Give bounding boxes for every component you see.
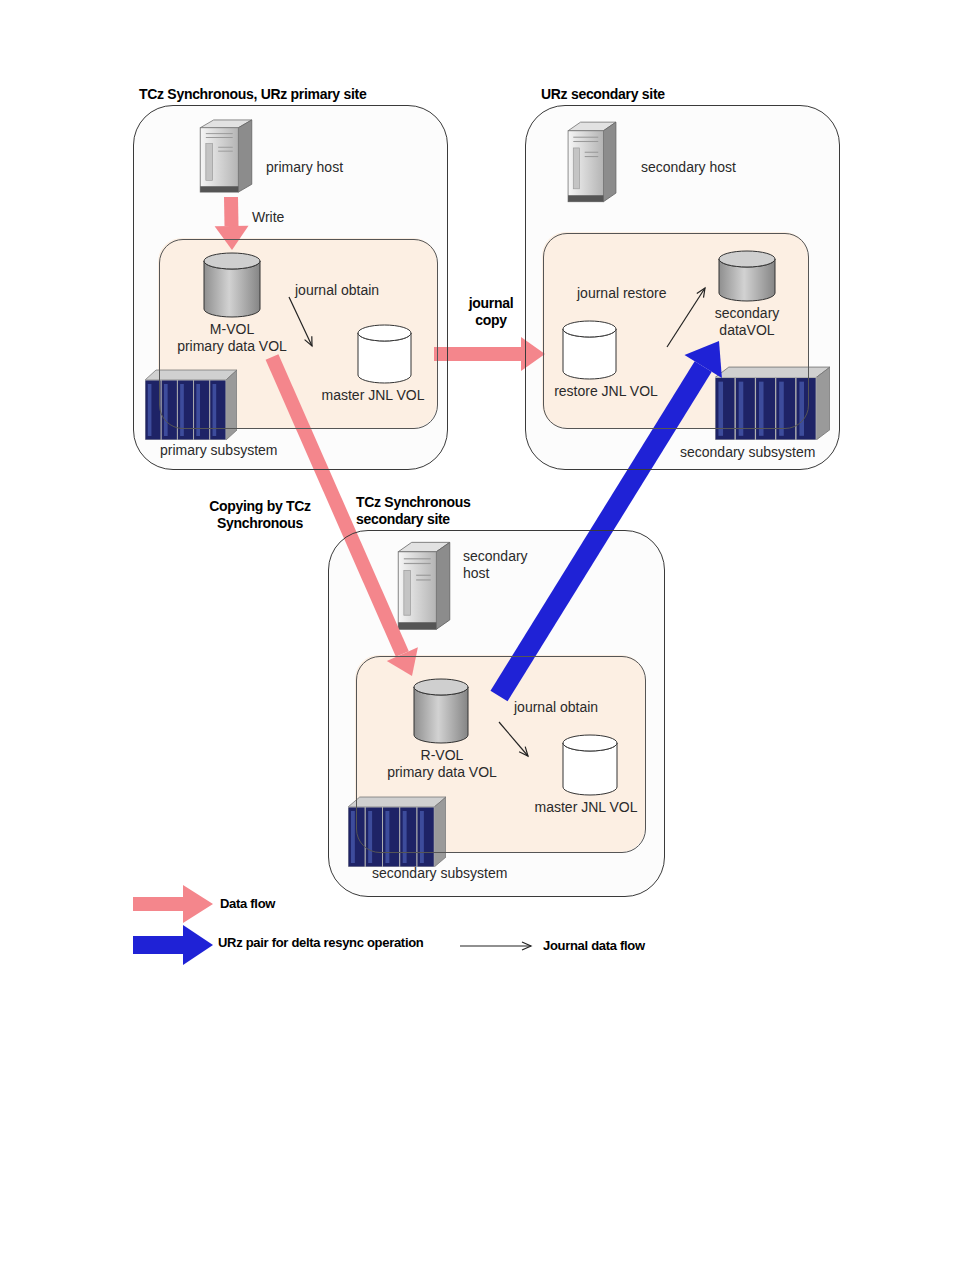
data-flow-arrow <box>215 197 249 250</box>
subsystem-box: secondary subsystemR-VOLprimary data VOL… <box>356 656 646 853</box>
connector-line <box>667 288 705 347</box>
site-region: TCz Synchronous, URz primary siteprimary… <box>133 105 448 470</box>
volume-label: R-VOL <box>387 747 497 764</box>
host-icon <box>398 542 450 629</box>
host-node: secondary host <box>396 541 546 636</box>
legend-anchor: Data flow <box>220 895 275 912</box>
host-node: secondary host <box>566 123 746 203</box>
arrowhead <box>387 647 418 676</box>
edge-label-anchor: journal obtain <box>293 282 381 299</box>
host-node: primary host <box>196 123 371 195</box>
volume-cylinder: secondary dataVOL <box>707 250 787 339</box>
cylinder-top <box>358 325 411 341</box>
arrowhead <box>697 288 705 298</box>
volume-label: M-VOL <box>177 321 287 338</box>
arrowhead <box>519 747 528 756</box>
volume-label: master JNL VOL <box>314 387 432 404</box>
site-heading: TCz Synchronous secondary site <box>356 494 496 528</box>
subsystem-label: primary subsystem <box>160 442 277 459</box>
legend-anchor: URz pair for delta resync operation <box>218 934 424 951</box>
edge-label: journal restore <box>575 285 669 302</box>
volume-cylinder: restore JNL VOL <box>547 320 665 400</box>
edge-label: journal copy <box>457 295 525 329</box>
connector-line <box>499 722 528 756</box>
host-icon <box>200 120 252 192</box>
cylinder-top <box>719 251 775 267</box>
site-heading: URz secondary site <box>541 86 665 103</box>
journal-flow-arrow <box>667 288 705 347</box>
connector-line <box>289 297 312 346</box>
edge-label-anchor: journal obtain <box>512 699 600 716</box>
subsystem-box: primary subsystemM-VOLprimary data VOLma… <box>159 239 438 429</box>
edge-label: Write <box>250 209 286 226</box>
legend-text: URz pair for delta resync operation <box>218 934 424 951</box>
legend-arrow <box>133 925 213 965</box>
subsystem-label: secondary subsystem <box>372 865 507 882</box>
legend-text: Data flow <box>220 895 275 912</box>
subsystem-box: secondary subsystemrestore JNL VOLsecond… <box>543 233 809 429</box>
volume-cylinder: master JNL VOL <box>530 734 642 816</box>
volume-label: master JNL VOL <box>530 799 642 816</box>
box-fills <box>133 105 840 897</box>
storage-rack-icon <box>715 367 830 440</box>
edge-label: journal obtain <box>293 282 381 299</box>
legend-line <box>460 945 531 946</box>
legend-swatch <box>133 925 213 965</box>
journal-flow-arrow <box>499 722 528 756</box>
legend-arrow <box>133 885 213 923</box>
legend-line-sample <box>458 938 533 954</box>
cylinder-top <box>563 735 617 751</box>
cylinder-top <box>414 679 468 695</box>
volume-cylinder: R-VOLprimary data VOL <box>387 678 497 781</box>
edge-label-anchor: Write <box>250 209 286 226</box>
legend-swatch <box>133 885 213 923</box>
edge-label: Copying by TCz Synchronous <box>194 498 326 532</box>
cylinder-shape <box>562 320 617 380</box>
arrowhead <box>215 226 249 250</box>
edge-label: journal obtain <box>512 699 600 716</box>
cylinder-shape <box>357 324 412 384</box>
host-label: secondary host <box>641 159 736 176</box>
site-region: URz secondary sitesecondary hostsecondar… <box>525 105 840 470</box>
cylinder-shape <box>718 250 776 302</box>
cylinder-top <box>204 253 260 269</box>
subsystem-label: secondary subsystem <box>680 444 815 461</box>
connector-body <box>491 361 712 701</box>
connector-body <box>224 197 239 226</box>
volume-label: primary data VOL <box>177 338 287 355</box>
cylinder-shape <box>203 252 261 318</box>
legend-anchor: Journal data flow <box>543 937 645 954</box>
storage-rack-icon <box>348 797 446 867</box>
volume-label: primary data VOL <box>387 764 497 781</box>
volume-label: restore JNL VOL <box>547 383 665 400</box>
arrowhead <box>685 341 722 378</box>
cylinder-shape <box>413 678 469 744</box>
arrowhead <box>305 336 312 346</box>
host-label: secondary host <box>463 548 533 582</box>
volume-cylinder: master JNL VOL <box>314 324 432 404</box>
cylinder-top <box>563 321 616 337</box>
legend-text: Journal data flow <box>543 937 645 954</box>
edge-label-anchor: journal copy <box>457 295 525 329</box>
legend-arrowhead <box>522 942 531 950</box>
volume-cylinder: M-VOLprimary data VOL <box>177 252 287 355</box>
equipment-icons <box>145 120 830 867</box>
edge-label-anchor: journal restore <box>575 285 669 302</box>
edge-label-anchor: Copying by TCz Synchronous <box>194 498 326 532</box>
host-icon <box>568 122 616 202</box>
site-region: TCz Synchronous secondary sitesecondary … <box>328 530 665 897</box>
volume-label: secondary dataVOL <box>707 305 787 339</box>
site-heading: TCz Synchronous, URz primary site <box>139 86 366 103</box>
data-flow-arrow <box>434 337 545 371</box>
cylinder-shape <box>562 734 618 796</box>
host-label: primary host <box>266 159 343 176</box>
journal-flow-arrow <box>289 297 312 346</box>
